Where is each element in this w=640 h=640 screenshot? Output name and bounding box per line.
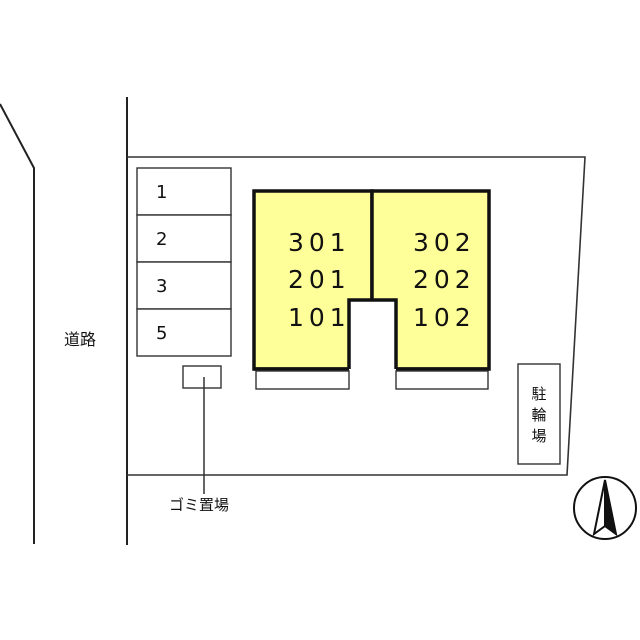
apartment-building: 301 201 101 302 202 102 <box>252 189 491 390</box>
north-arrow-icon <box>573 476 637 540</box>
unit-102-label: 102 <box>413 303 476 332</box>
parking-space-label-5: 5 <box>156 323 167 344</box>
parking-space-2 <box>136 214 232 263</box>
north-arrow-right-half <box>604 479 618 537</box>
parking-area: 1 2 3 5 <box>136 167 232 357</box>
building-notch-outline <box>347 298 398 369</box>
unit-201-label: 201 <box>288 265 351 294</box>
unit-202-label: 202 <box>413 265 476 294</box>
bicycle-parking-label-3: 場 <box>531 427 546 445</box>
parking-space-1 <box>136 167 232 216</box>
bicycle-parking-label-1: 駐 <box>531 385 546 403</box>
balcony-right <box>395 370 489 390</box>
garbage-box <box>182 365 222 389</box>
unit-301-label: 301 <box>288 228 351 257</box>
parking-space-label-3: 3 <box>156 276 167 297</box>
building-center-notch <box>349 301 396 372</box>
site-boundary <box>127 156 586 476</box>
parking-space-5 <box>136 308 232 357</box>
parking-space-3 <box>136 261 232 310</box>
garbage-label: ゴミ置場 <box>169 496 229 514</box>
parking-space-label-2: 2 <box>156 229 167 250</box>
parking-space-label-1: 1 <box>156 182 167 203</box>
unit-101-label: 101 <box>288 303 351 332</box>
bicycle-parking-label-2: 輪 <box>531 406 546 424</box>
road-label: 道路 <box>64 330 96 349</box>
road-edge-left <box>0 103 35 544</box>
unit-302-label: 302 <box>413 228 476 257</box>
bicycle-parking-box <box>517 363 561 465</box>
balcony-left <box>255 370 350 390</box>
